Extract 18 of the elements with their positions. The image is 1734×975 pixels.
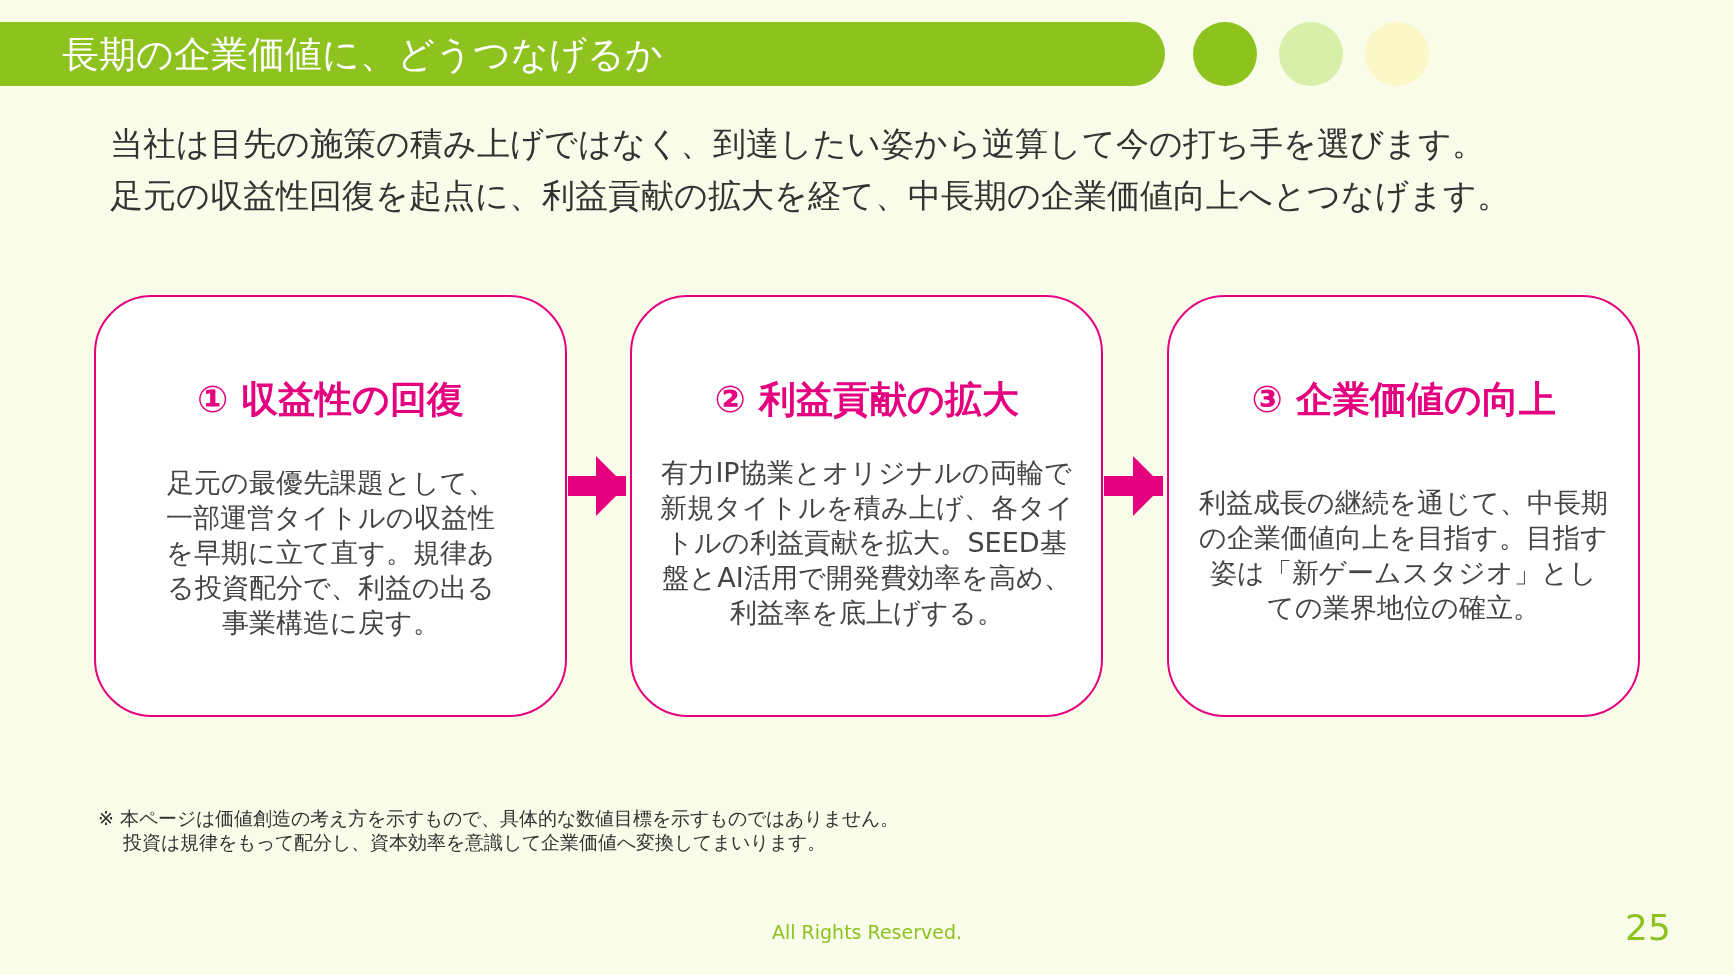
step-heading: ② 利益貢献の拡大 [714,377,1019,423]
footnote: ※ 本ページは価値創造の考え方を示すもので、具体的な数値目標を示すものではありません。 [98,806,899,831]
intro-text: 足元の収益性回復を起点に、利益貢献の拡大を経て、中長期の企業価値向上へとつなげます。 [110,175,1510,217]
step-heading: ③ 企業価値の向上 [1251,377,1556,423]
copyright-notice: All Rights Reserved. [772,921,962,943]
step-description: 利益成長の継続を通じて、中長期の企業価値向上を目指す。目指す姿は「新ゲームスタジオ」としての業界地位の確立。 [1198,486,1609,625]
step-card [94,295,567,717]
slide-title: 長期の企業価値に、どうつなげるか [62,32,663,78]
step-card [1167,295,1640,717]
arrow [1104,456,1163,516]
page-number: 25 [1625,907,1671,948]
intro-text: 当社は目先の施策の積み上げではなく、到達したい姿から逆算して今の打ち手を選びます。 [110,123,1485,165]
arrow [568,456,626,516]
footnote: 投資は規律をもって配分し、資本効率を意識して企業価値へ変換してまいります。 [123,830,826,855]
step-heading: ① 収益性の回復 [196,377,465,423]
step-description: 足元の最優先課題として、一部運営タイトルの収益性を早期に立て直す。規律ある投資配分で、利益の出る事業構造に戻す。 [165,466,496,640]
step-description: 有力IP協業とオリジナルの両輪で新規タイトルを積み上げ、各タイトルの利益貢献を拡大。SEED基盤とAI活用で開発費効率を高め、利益率を底上げする。 [659,456,1074,630]
step-card [630,295,1103,717]
